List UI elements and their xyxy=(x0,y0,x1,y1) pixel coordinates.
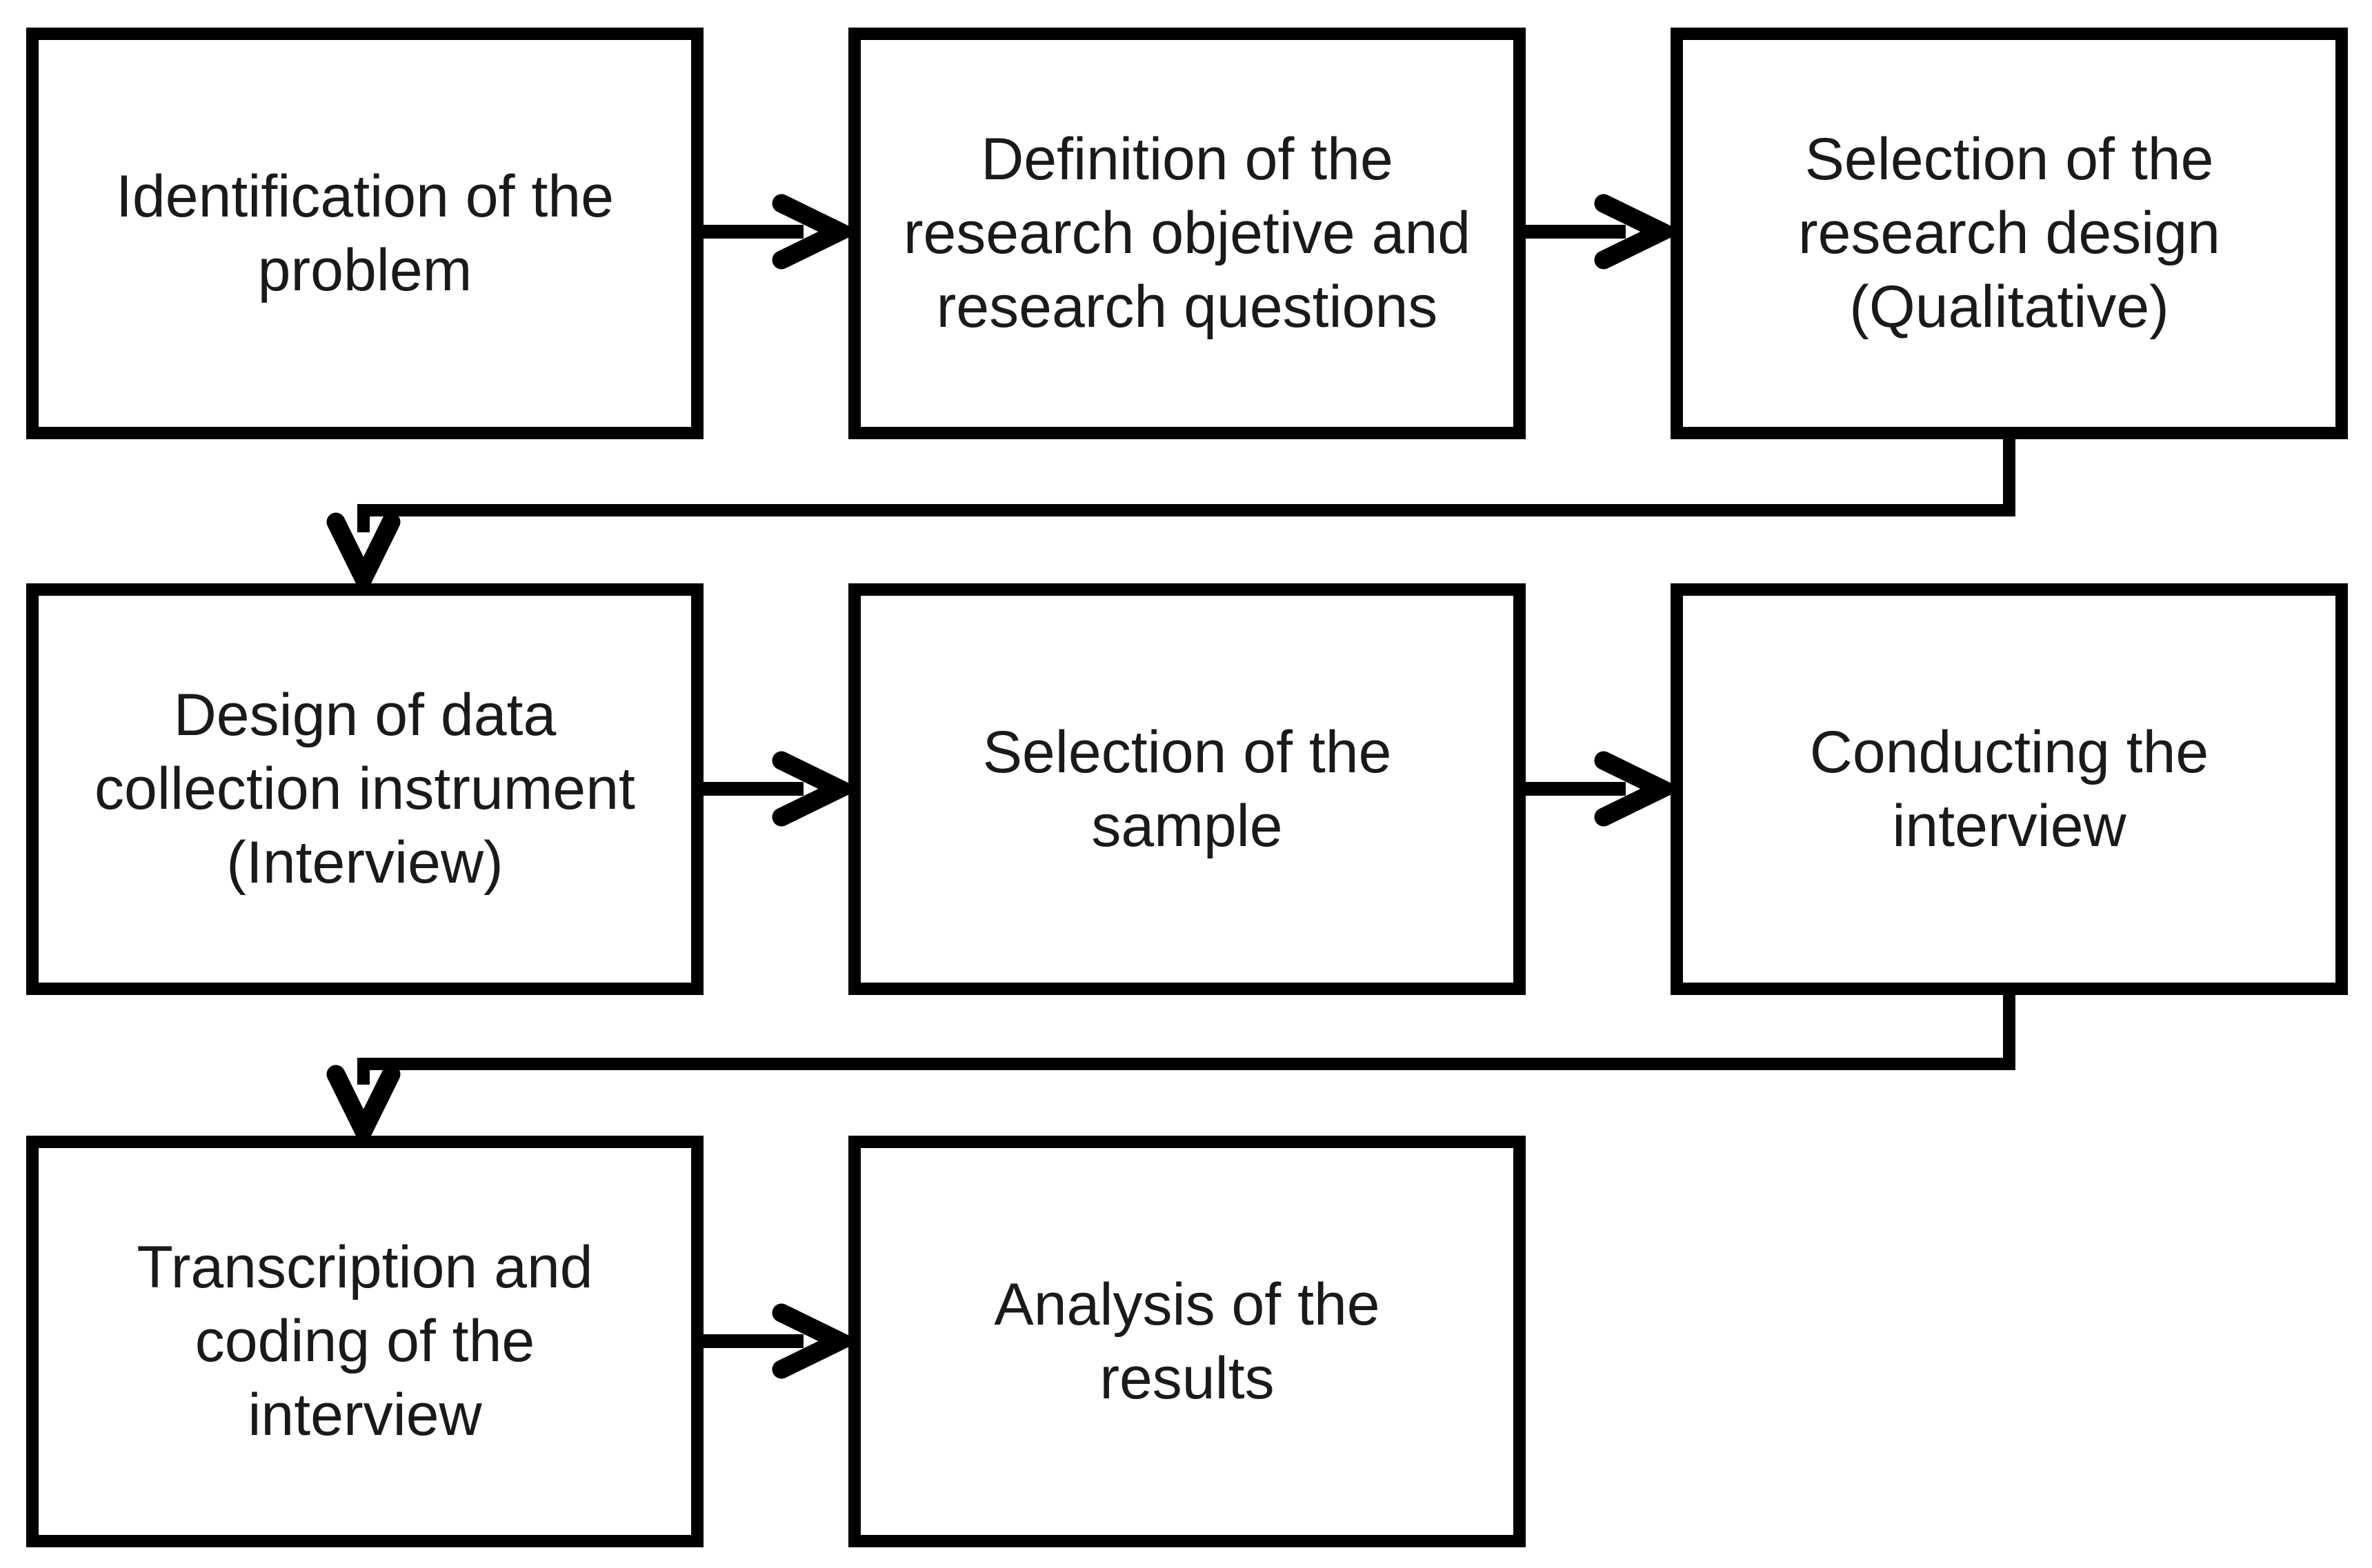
right-arrowhead-icon xyxy=(1594,194,1683,270)
connector-definition-to-research-design xyxy=(1524,194,1683,270)
right-arrowhead-icon xyxy=(772,751,861,827)
connector-research-design-to-data-collection xyxy=(326,438,2015,599)
flow-step-label: Selection of the research design (Qualit… xyxy=(1798,126,2220,340)
flow-step-transcription-and-coding: Transcription and coding of the intervie… xyxy=(26,1136,704,1547)
flow-step-conducting-the-interview: Conducting the interview xyxy=(1671,583,2348,995)
flow-step-label: Design of data collection instrument (In… xyxy=(94,682,635,896)
flow-step-definition-of-research-objective: Definition of the research objetive and … xyxy=(848,28,1526,439)
connector-identification-to-definition xyxy=(702,194,861,270)
connector-conducting-interview-to-transcription xyxy=(326,994,2015,1152)
flow-step-label: Definition of the research objetive and … xyxy=(903,126,1471,340)
flow-step-label: Identification of the problem xyxy=(116,163,614,303)
right-arrowhead-icon xyxy=(772,1303,861,1379)
flow-step-selection-of-research-design: Selection of the research design (Qualit… xyxy=(1671,28,2348,439)
flow-step-analysis-of-the-results: Analysis of the results xyxy=(848,1136,1526,1547)
flow-step-identification-of-the-problem: Identification of the problem xyxy=(26,28,704,439)
flow-step-design-of-data-collection-instrument: Design of data collection instrument (In… xyxy=(26,583,704,995)
right-arrowhead-icon xyxy=(1594,751,1683,827)
flow-step-label: Selection of the sample xyxy=(982,718,1392,859)
flow-step-selection-of-the-sample: Selection of the sample xyxy=(848,583,1526,995)
right-arrowhead-icon xyxy=(772,194,861,270)
down-arrowhead-icon xyxy=(326,512,401,599)
connector-transcription-to-analysis xyxy=(702,1303,861,1379)
connector-data-collection-to-sample xyxy=(702,751,861,827)
flow-step-label: Transcription and coding of the intervie… xyxy=(137,1234,593,1448)
connector-elbow xyxy=(357,438,2015,532)
flow-step-label: Conducting the interview xyxy=(1809,718,2209,859)
down-arrowhead-icon xyxy=(326,1065,401,1152)
connector-elbow xyxy=(357,994,2015,1085)
connector-sample-to-conducting-interview xyxy=(1524,751,1683,827)
flow-step-label: Analysis of the results xyxy=(994,1271,1380,1411)
